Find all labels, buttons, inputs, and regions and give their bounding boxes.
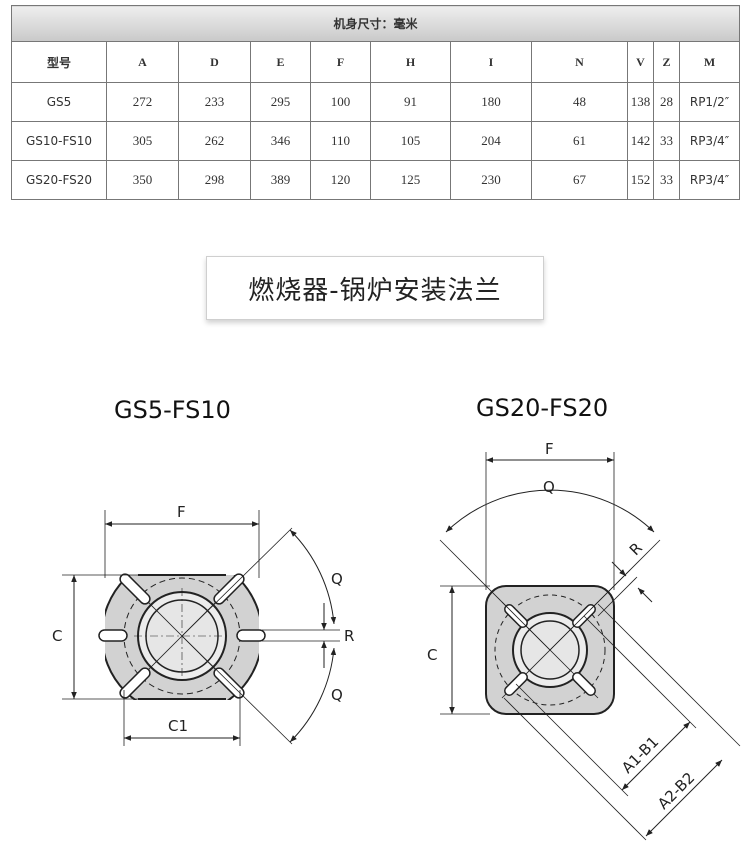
left-flange-drawing — [62, 510, 340, 746]
table-cell: 298 — [178, 160, 251, 200]
left-slot — [213, 573, 245, 605]
table-cell: 142 — [627, 121, 654, 161]
table-cell: 295 — [250, 82, 311, 122]
right-flange-title: GS20-FS20 — [476, 394, 609, 422]
header-f: F — [310, 41, 371, 83]
header-z: Z — [653, 41, 680, 83]
left-label-f: F — [177, 503, 186, 521]
table-cell: 125 — [370, 160, 451, 200]
left-slot — [119, 573, 151, 605]
left-label-c: C — [52, 627, 62, 645]
left-flange-title: GS5-FS10 — [114, 396, 231, 424]
table-cell: 67 — [531, 160, 628, 200]
section-title-box: 燃烧器-锅炉安装法兰 — [206, 256, 544, 320]
table-cell: RP3/4″ — [678, 121, 741, 161]
header-model: 型号 — [11, 41, 107, 83]
table-cell: 120 — [310, 160, 371, 200]
table-cell: 33 — [653, 160, 680, 200]
table-title-row: 机身尺寸：毫米 — [10, 5, 741, 42]
table-cell: 91 — [370, 82, 451, 122]
left-label-q-bottom: Q — [331, 686, 343, 704]
table-cell: GS10-FS10 — [11, 121, 107, 161]
header-e: E — [250, 41, 311, 83]
right-flange-drawing — [439, 452, 741, 841]
spec-table: 机身尺寸：毫米 型号 A D E F H I N V Z M GS5 272 2… — [10, 5, 741, 200]
table-cell: 100 — [310, 82, 371, 122]
left-label-c1: C1 — [168, 717, 188, 735]
left-label-q-top: Q — [331, 570, 343, 588]
table-cell: 230 — [450, 160, 532, 200]
table-cell: RP3/4″ — [678, 160, 741, 200]
table-cell: 61 — [531, 121, 628, 161]
table-cell: 350 — [106, 160, 179, 200]
table-cell: 389 — [250, 160, 311, 200]
table-cell: GS20-FS20 — [11, 160, 107, 200]
right-label-q: Q — [543, 478, 555, 496]
left-slot — [236, 629, 266, 642]
table-cell: GS5 — [11, 82, 107, 122]
table-cell: 28 — [653, 82, 680, 122]
right-label-c: C — [427, 646, 437, 664]
right-label-a1b1: A1-B1 — [618, 733, 662, 777]
header-m: M — [678, 41, 741, 83]
left-slot — [119, 667, 151, 699]
table-header-row: 型号 A D E F H I N V Z M — [11, 41, 741, 83]
table-row: GS10-FS10 305 262 346 110 105 204 61 142… — [11, 121, 741, 161]
header-a: A — [106, 41, 179, 83]
section-title: 燃烧器-锅炉安装法兰 — [248, 275, 502, 306]
left-slot — [98, 629, 128, 642]
table-cell: 346 — [250, 121, 311, 161]
right-label-r: R — [626, 539, 646, 559]
table-cell: 138 — [627, 82, 654, 122]
table-title: 机身尺寸：毫米 — [10, 5, 741, 42]
table-row: GS20-FS20 350 298 389 120 125 230 67 152… — [11, 160, 741, 200]
right-label-f: F — [545, 440, 554, 458]
left-slot — [213, 667, 245, 699]
header-h: H — [370, 41, 451, 83]
left-label-r: R — [344, 627, 354, 645]
header-n: N — [531, 41, 628, 83]
